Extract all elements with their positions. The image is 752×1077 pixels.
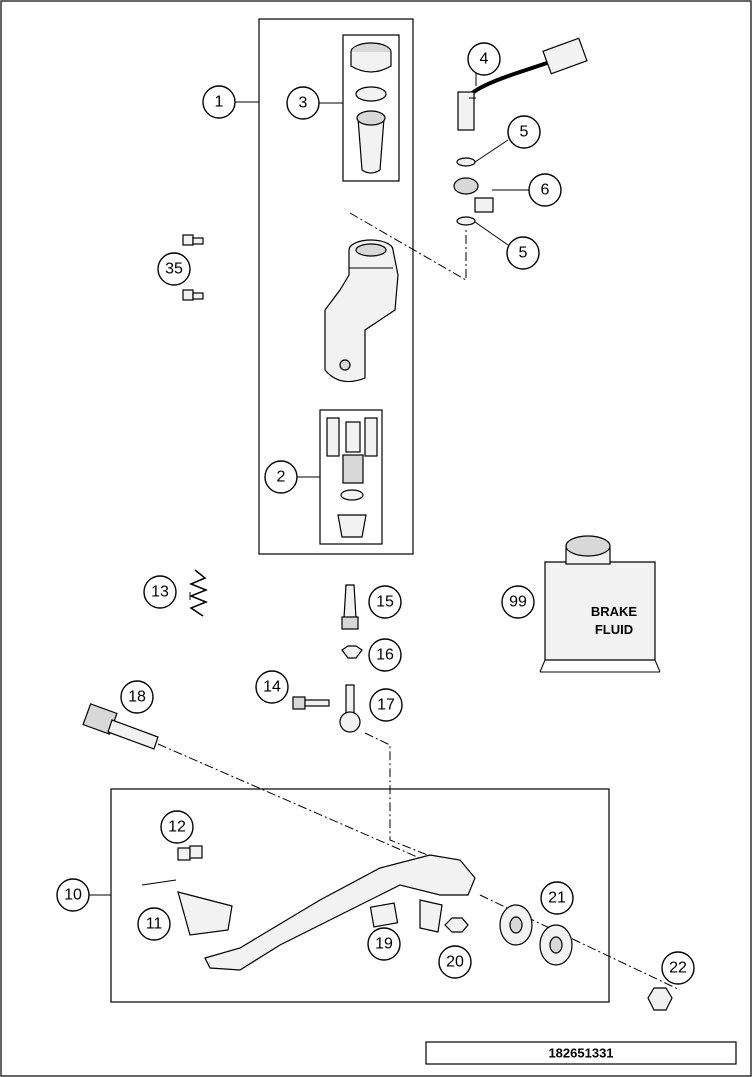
- step-bolts: [177, 845, 203, 861]
- container-label-line2: FLUID: [595, 622, 633, 637]
- svg-text:17: 17: [377, 697, 395, 714]
- svg-text:12: 12: [168, 819, 186, 836]
- svg-text:6: 6: [541, 182, 550, 199]
- callout-19: 19: [367, 927, 401, 961]
- svg-text:5: 5: [519, 245, 528, 262]
- callout-20: 20: [438, 945, 472, 979]
- callout-35: 35: [157, 252, 191, 286]
- nut: [647, 987, 673, 1011]
- svg-text:2: 2: [277, 469, 286, 486]
- callout-17: 17: [369, 688, 403, 722]
- callout-5-top: 5: [507, 115, 541, 149]
- svg-text:19: 19: [375, 936, 393, 953]
- callout-4: 4: [467, 42, 501, 76]
- svg-text:18: 18: [128, 689, 146, 706]
- svg-text:4: 4: [480, 51, 489, 68]
- master-cylinder-assembly-box: [258, 18, 414, 555]
- callout-6: 6: [528, 173, 562, 207]
- piston-kit: [326, 417, 378, 538]
- brake-line-switch: [453, 37, 588, 226]
- svg-text:20: 20: [446, 954, 464, 971]
- svg-text:1: 1: [215, 94, 224, 111]
- svg-text:14: 14: [263, 679, 281, 696]
- bolts-35: [182, 234, 204, 301]
- callout-11: 11: [137, 907, 171, 941]
- callout-14: 14: [255, 670, 289, 704]
- svg-text:5: 5: [520, 124, 529, 141]
- callout-2: 2: [264, 460, 298, 494]
- svg-text:15: 15: [376, 594, 394, 611]
- callout-5-bottom: 5: [506, 236, 540, 270]
- callout-22: 22: [661, 951, 695, 985]
- callout-15: 15: [368, 585, 402, 619]
- drawing-number: 182651331: [548, 1046, 613, 1061]
- bearings: [499, 904, 573, 966]
- pedal-step: [177, 891, 233, 936]
- callout-18: 18: [120, 680, 154, 714]
- container-label-line1: BRAKE: [591, 604, 638, 619]
- pushrod-clevis: [292, 684, 361, 733]
- svg-text:3: 3: [299, 95, 308, 112]
- spring: [188, 569, 209, 617]
- callout-12: 12: [160, 810, 194, 844]
- pedal-pivot-bolt: [82, 703, 159, 750]
- svg-text:11: 11: [146, 916, 163, 933]
- brake-pedal-lever: [204, 854, 476, 971]
- reservoir-box: [342, 34, 400, 182]
- svg-text:13: 13: [151, 584, 169, 601]
- callout-16: 16: [368, 638, 402, 672]
- svg-text:22: 22: [669, 960, 687, 977]
- callout-1: 1: [202, 85, 236, 119]
- callout-99: 99: [501, 585, 535, 619]
- callout-10: 10: [56, 878, 90, 912]
- callout-21: 21: [540, 881, 574, 915]
- master-cylinder-body: [324, 239, 399, 383]
- svg-text:35: 35: [165, 261, 183, 278]
- svg-text:21: 21: [548, 890, 566, 907]
- brake-fluid-container: BRAKE FLUID: [539, 535, 661, 673]
- callout-3: 3: [286, 86, 320, 120]
- drawing-number-box: [425, 1041, 737, 1065]
- svg-text:16: 16: [376, 647, 394, 664]
- svg-text:10: 10: [64, 887, 82, 904]
- svg-text:99: 99: [509, 594, 527, 611]
- reservoir-cap: [350, 42, 392, 174]
- pushrod-parts: [341, 584, 363, 659]
- callout-13: 13: [143, 575, 177, 609]
